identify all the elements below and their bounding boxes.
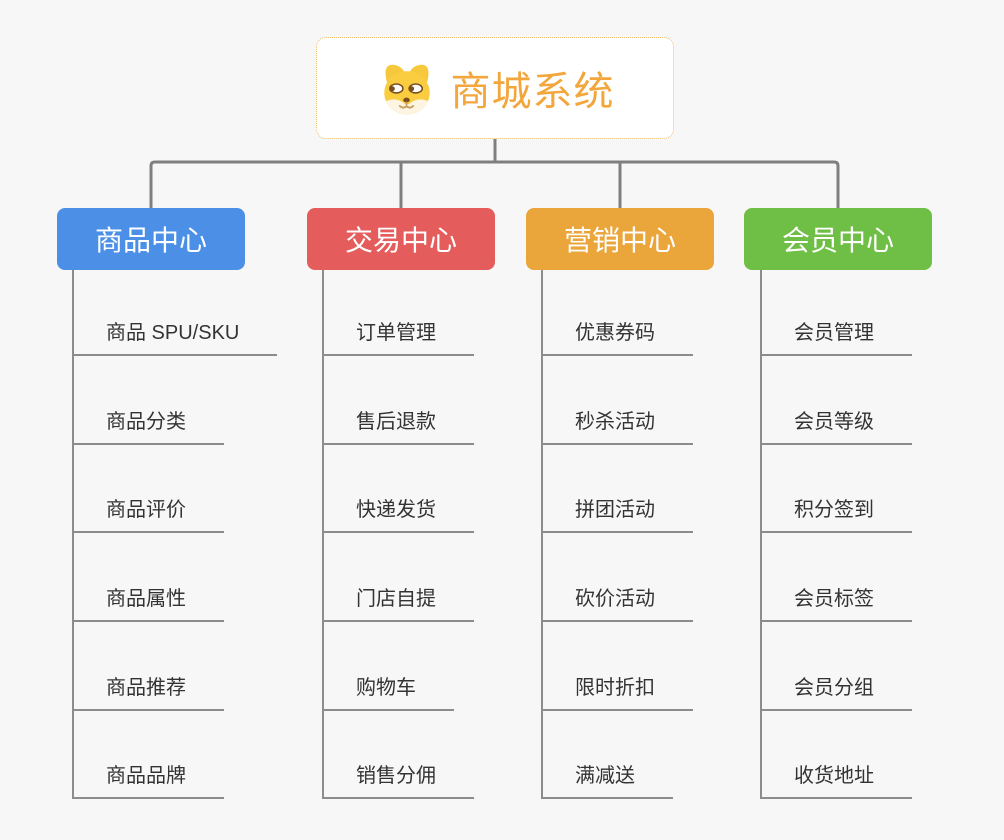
branch-item[interactable]: 商品品牌 xyxy=(72,761,224,799)
branch-item[interactable]: 商品分类 xyxy=(72,407,224,445)
branch-header-member-center[interactable]: 会员中心 xyxy=(744,208,932,270)
shiba-dog-icon xyxy=(383,64,430,115)
branch-rail-line xyxy=(149,160,840,209)
branch-item[interactable]: 会员分组 xyxy=(760,673,912,711)
branch-item[interactable]: 会员等级 xyxy=(760,407,912,445)
branch-header-product-center[interactable]: 商品中心 xyxy=(57,208,245,270)
branch-item[interactable]: 砍价活动 xyxy=(541,584,693,622)
branch-item[interactable]: 订单管理 xyxy=(322,318,474,356)
branch-item[interactable]: 商品评价 xyxy=(72,495,224,533)
branch-item[interactable]: 收货地址 xyxy=(760,761,912,799)
branch-item[interactable]: 限时折扣 xyxy=(541,673,693,711)
branch-item[interactable]: 商品属性 xyxy=(72,584,224,622)
branch-header-marketing-center[interactable]: 营销中心 xyxy=(526,208,714,270)
branch-header-trade-center[interactable]: 交易中心 xyxy=(307,208,495,270)
branch-item[interactable]: 积分签到 xyxy=(760,495,912,533)
branch-item[interactable]: 会员管理 xyxy=(760,318,912,356)
branch-item[interactable]: 优惠券码 xyxy=(541,318,693,356)
root-node[interactable]: 商城系统 xyxy=(316,37,674,139)
root-title: 商城系统 xyxy=(450,70,615,114)
branch-item[interactable]: 秒杀活动 xyxy=(541,407,693,445)
branch-item[interactable]: 门店自提 xyxy=(322,584,474,622)
branch-trunk-line-1 xyxy=(72,270,74,799)
branch-item[interactable]: 商品推荐 xyxy=(72,673,224,711)
branch-item[interactable]: 满减送 xyxy=(541,761,673,799)
branch-item[interactable]: 售后退款 xyxy=(322,407,474,445)
branch-item[interactable]: 拼团活动 xyxy=(541,495,693,533)
branch-trunk-line-4 xyxy=(760,270,762,799)
branch-trunk-line-3 xyxy=(541,270,543,799)
branch-item[interactable]: 快递发货 xyxy=(322,495,474,533)
branch-item[interactable]: 购物车 xyxy=(322,673,454,711)
branch-item[interactable]: 销售分佣 xyxy=(322,761,474,799)
branch-trunk-line-2 xyxy=(322,270,324,799)
branch-item[interactable]: 会员标签 xyxy=(760,584,912,622)
branch-item[interactable]: 商品 SPU/SKU xyxy=(72,318,278,356)
